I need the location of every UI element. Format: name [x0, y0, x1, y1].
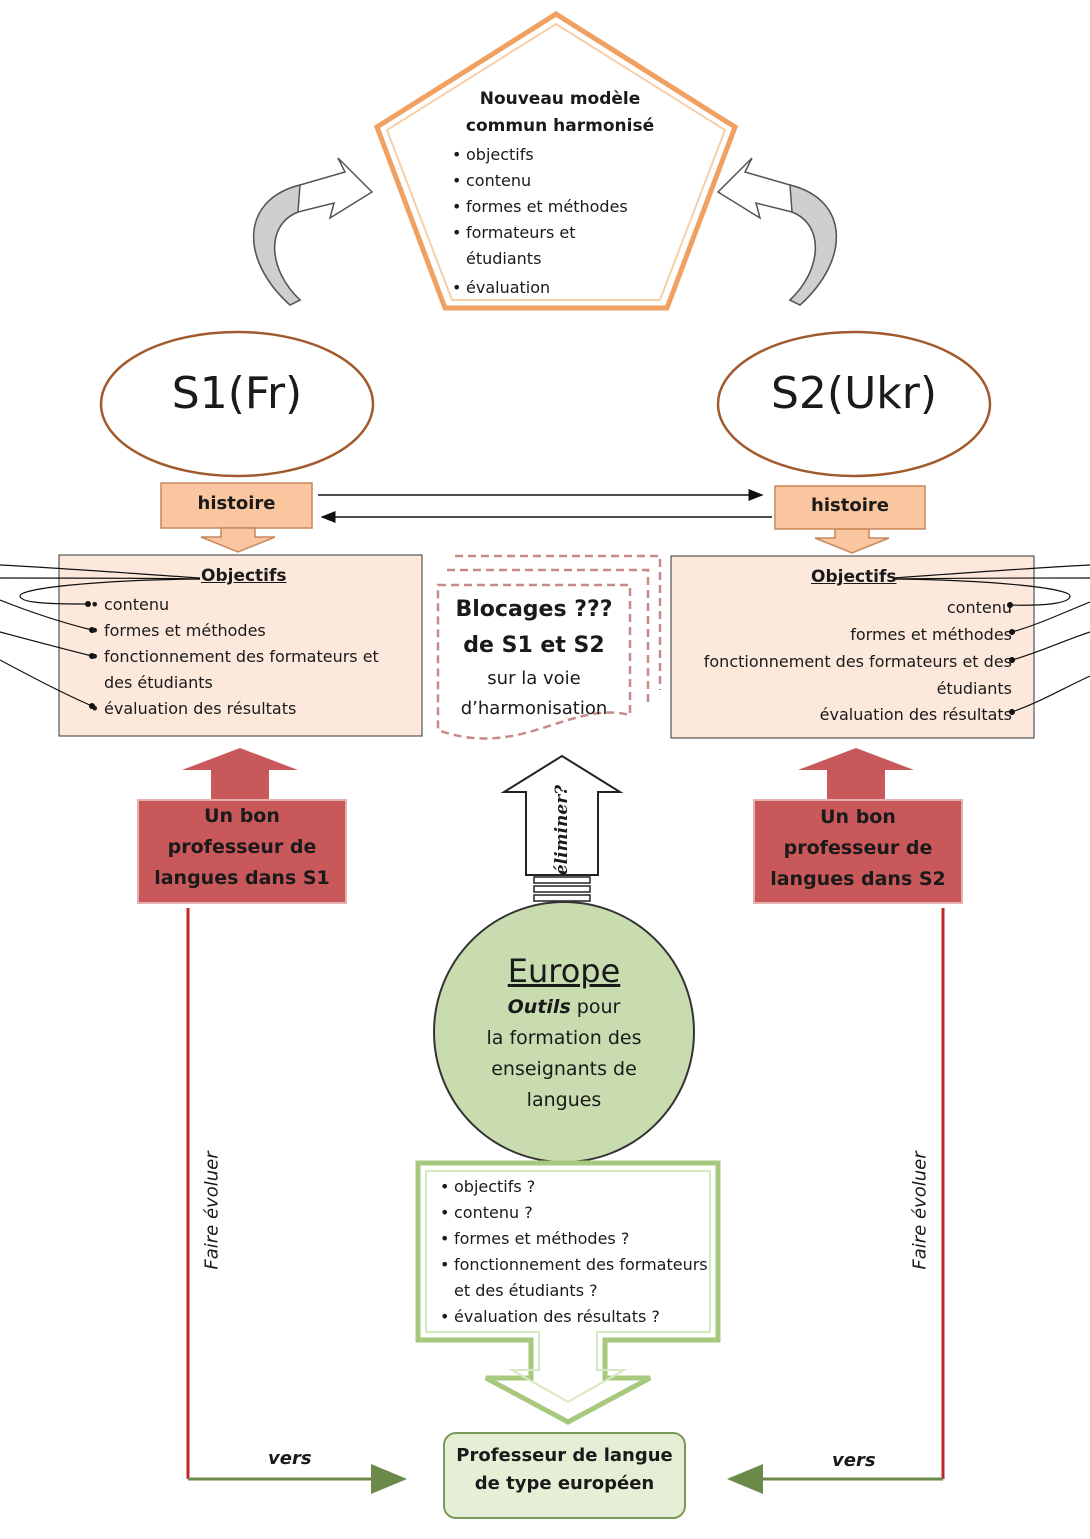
list-item: contenu [452, 168, 652, 194]
list-item: contenu [946, 598, 1012, 617]
objectifs-left-title: Objectifs [201, 566, 287, 586]
s2-label: S2(Ukr) [770, 368, 938, 419]
europe-outils-line: Outils pour [507, 996, 621, 1018]
eliminer-label: éliminer? [552, 784, 572, 876]
ellipse-s1 [99, 330, 375, 478]
objectifs-right-box [670, 555, 1035, 739]
questions-list: objectifs ? contenu ? formes et méthodes… [440, 1174, 708, 1330]
s1-label: S1(Fr) [171, 368, 303, 419]
objectifs-left-connectors [0, 564, 201, 709]
list-item: évaluation des résultats [819, 705, 1012, 724]
histoire-right-label: histoire [811, 495, 889, 516]
faire-evoluer-right-label: Faire évoluer [909, 1151, 931, 1270]
list-item: objectifs [452, 142, 652, 168]
pentagon-text: Nouveau modèle commun harmonisé objectif… [440, 86, 680, 301]
blocages-text: Blocages ??? de S1 et S2 sur la voie d’h… [455, 597, 613, 719]
objectifs-right-title: Objectifs [811, 567, 897, 587]
curved-arrow-right-icon [716, 157, 837, 306]
list-item: évaluation des résultats ? [440, 1304, 708, 1330]
list-item: évaluation des résultats [90, 696, 410, 722]
list-item: fonctionnement des formateurs et des étu… [703, 652, 1012, 698]
curved-arrow-left-icon [253, 157, 374, 306]
list-item: formateurs et étudiants [452, 220, 616, 272]
final-label: Professeur de langue de type européen [456, 1445, 673, 1494]
histoire-left-label: histoire [197, 493, 276, 514]
europe-title: Europe [507, 952, 621, 990]
vers-left-label: vers [268, 1448, 312, 1469]
list-item: formes et méthodes [452, 194, 652, 220]
list-item: contenu [90, 592, 410, 618]
eliminer-arrow-shape [500, 754, 624, 902]
objectifs-right-list: contenu formes et méthodes fonctionnemen… [690, 594, 1012, 727]
bon-prof-left-label: Un bon professeur de langues dans S1 [154, 805, 330, 889]
list-item: fonctionnement des formateurs et des étu… [440, 1252, 708, 1304]
objectifs-right-connectors [892, 564, 1090, 715]
list-item: fonctionnement des formateurs et des étu… [90, 644, 410, 696]
pentagon-list: objectifs contenu formes et méthodes for… [440, 142, 652, 301]
red-arrow-right-shape [753, 748, 963, 904]
list-item: évaluation [452, 275, 652, 301]
europe-text: Europe Outils pour la formation des ense… [444, 952, 684, 1116]
pentagon-title: Nouveau modèle commun harmonisé [465, 89, 655, 136]
faire-evoluer-left-label: Faire évoluer [201, 1151, 223, 1270]
objectifs-left-list: contenu formes et méthodes fonctionnemen… [90, 592, 410, 722]
list-item: formes et méthodes [850, 625, 1012, 644]
list-item: formes et méthodes ? [440, 1226, 708, 1252]
list-item: contenu ? [440, 1200, 708, 1226]
histoire-right-shape [774, 485, 926, 554]
ellipse-s2 [716, 330, 992, 478]
red-arrow-left-shape [137, 748, 347, 904]
list-item: formes et méthodes [90, 618, 410, 644]
final-box [443, 1432, 686, 1519]
list-item: objectifs ? [440, 1174, 708, 1200]
bon-prof-right-label: Un bon professeur de langues dans S2 [770, 806, 946, 890]
vers-right-label: vers [832, 1450, 876, 1471]
histoire-left-shape [160, 482, 313, 553]
blocages-shape [436, 554, 662, 740]
